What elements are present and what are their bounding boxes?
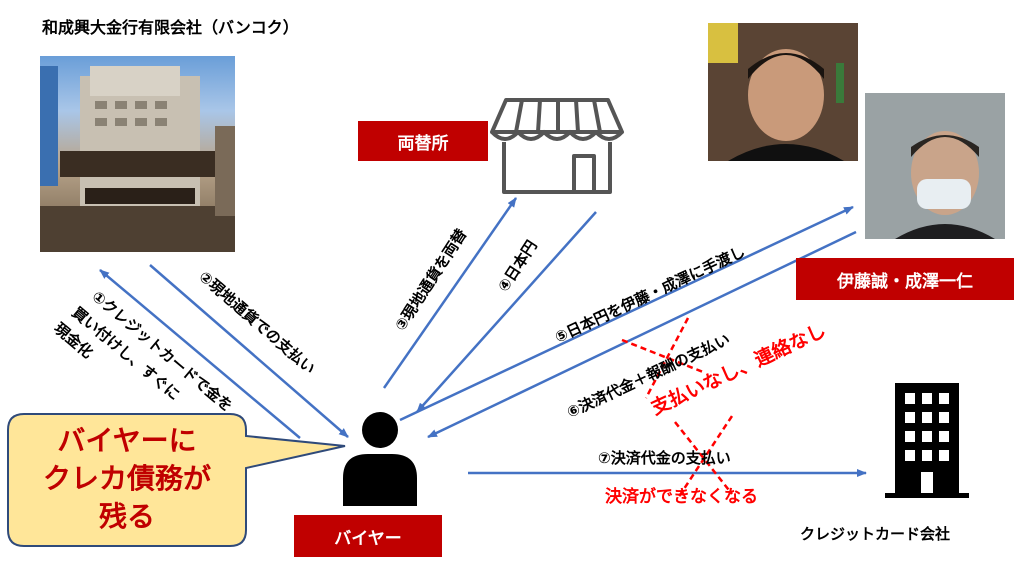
arrow-step5 xyxy=(399,205,854,422)
callout-line1: バイヤーに xyxy=(57,424,197,457)
brokers-label: 伊藤誠・成澤一仁 xyxy=(796,258,1014,300)
buyer-label: バイヤー xyxy=(294,515,442,557)
person-icon xyxy=(343,412,417,506)
cross-mark-step7 xyxy=(674,415,734,499)
card-company-label: クレジットカード会社 xyxy=(800,525,951,543)
callout-bubble xyxy=(7,413,346,547)
building-icon xyxy=(885,383,969,498)
broker-photo-2 xyxy=(865,93,1005,239)
step2-label: ②現地通貨での支払い xyxy=(195,267,318,377)
step4-label: ④日本円 xyxy=(494,237,541,295)
exchange-label: 両替所 xyxy=(358,121,488,161)
callout-text: バイヤーに クレカ債務が 残る xyxy=(14,422,240,536)
step7-label: ⑦決済代金の支払い xyxy=(598,449,731,467)
arrow-step4 xyxy=(416,211,597,413)
company-title: 和成興大金行有限会社（バンコク） xyxy=(42,18,299,37)
cannot-settle-annotation: 決済ができなくなる xyxy=(605,486,758,507)
arrow-step3 xyxy=(382,197,518,389)
callout-line2: クレカ債務が xyxy=(42,462,211,495)
cross-mark-step6 xyxy=(621,317,704,399)
company-building-photo xyxy=(40,56,235,252)
store-icon xyxy=(490,98,624,194)
callout-line3: 残る xyxy=(98,500,155,533)
arrow-step6 xyxy=(427,230,857,439)
arrow-step1 xyxy=(99,269,301,439)
broker-photo-1 xyxy=(708,23,858,161)
arrow-step2 xyxy=(149,264,349,438)
